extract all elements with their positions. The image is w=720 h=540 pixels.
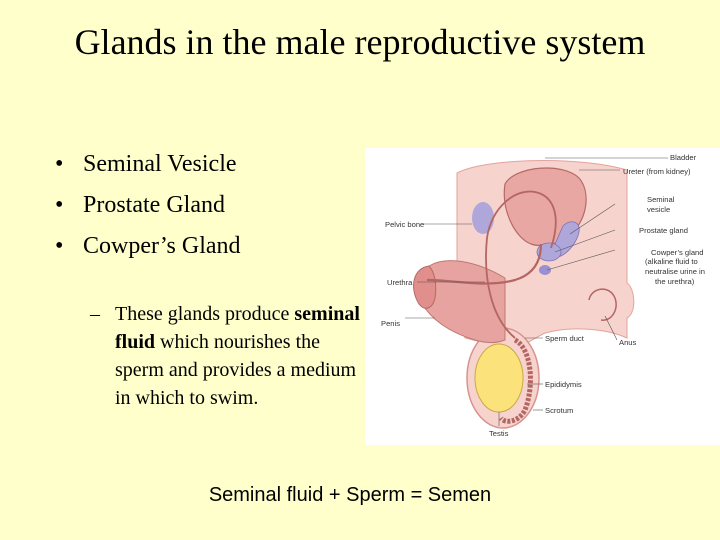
sub-point-bold: seminal fluid	[115, 303, 360, 353]
sub-point-text-before: These glands produce	[115, 303, 290, 325]
bullet-text: Prostate Gland	[83, 192, 225, 218]
label-scrotum: Scrotum	[545, 406, 573, 415]
label-ureter: Ureter (from kidney)	[623, 167, 691, 176]
label-penis: Penis	[381, 319, 400, 328]
sub-point: – These glands produce seminal fluid whi…	[90, 300, 360, 412]
bullet-item: • Cowper’s Gland	[55, 226, 355, 267]
label-cowpers-line-1: Cowper’s gland	[651, 248, 704, 257]
prostate-gland	[536, 242, 562, 262]
label-cowpers-line-3: neutralise urine in	[645, 267, 705, 276]
label-cowpers-line-4: the urethra)	[655, 277, 695, 286]
bullet-marker: •	[55, 192, 64, 218]
leader-lines	[405, 157, 668, 426]
label-anus: Anus	[619, 338, 637, 347]
semen-equation: Seminal fluid + Sperm = Semen	[208, 484, 492, 506]
label-prostate-gland: Prostate gland	[639, 226, 688, 235]
label-urethra: Urethra	[387, 278, 413, 287]
pelvic-bone	[472, 202, 494, 234]
epididymis	[498, 337, 533, 424]
slide-title: Glands in the male reproductive system	[74, 22, 646, 62]
label-bladder: Bladder	[670, 153, 697, 162]
label-cowpers-line-2: (alkaline fluid to	[645, 257, 698, 266]
sub-point-marker: –	[90, 303, 100, 325]
label-epididymis: Epididymis	[545, 380, 582, 389]
bullet-text: Seminal Vesicle	[83, 151, 237, 177]
bullet-marker: •	[55, 151, 64, 177]
bullet-item: • Seminal Vesicle	[55, 144, 355, 185]
bullet-item: • Prostate Gland	[55, 185, 355, 226]
gland-list: • Seminal Vesicle • Prostate Gland • Cow…	[55, 144, 355, 267]
cowpers-gland	[539, 265, 551, 275]
label-seminal-vesicle-line-2: vesicle	[647, 205, 670, 214]
sperm-duct	[485, 190, 557, 339]
sub-point-text: These glands produce seminal fluid which…	[115, 300, 360, 412]
sub-point-text-after: which nourishes the sperm and provides a…	[115, 331, 357, 409]
urethra	[426, 243, 543, 285]
bullet-marker: •	[55, 233, 64, 259]
anus-region	[588, 288, 617, 321]
label-testis: Testis	[489, 429, 509, 438]
male-reproductive-diagram: Bladder Ureter (from kidney) Seminal ves…	[365, 148, 720, 445]
testis	[474, 343, 524, 413]
label-pelvic-bone: Pelvic bone	[385, 220, 424, 229]
bullet-text: Cowper’s Gland	[83, 233, 241, 259]
label-sperm-duct: Sperm duct	[545, 334, 585, 343]
label-seminal-vesicle-line-1: Seminal	[647, 195, 675, 204]
